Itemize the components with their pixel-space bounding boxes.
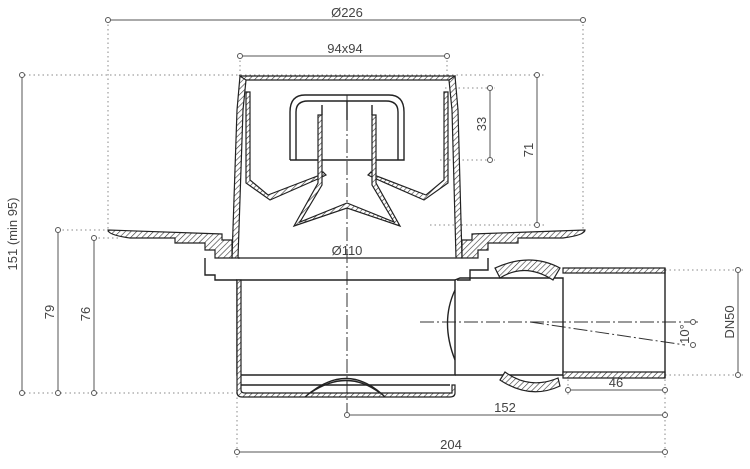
drain-body	[107, 74, 666, 398]
label-total-height: 151 (min 95)	[5, 198, 20, 271]
label-flange-diameter: Ø226	[331, 5, 363, 20]
label-body-diameter: Ø110	[332, 243, 363, 258]
label-height-33: 33	[474, 117, 489, 131]
center-lines	[346, 95, 700, 415]
label-length-46: 46	[609, 375, 623, 390]
label-height-76: 76	[78, 307, 93, 321]
label-slope: 10°	[677, 324, 692, 344]
dimension-ticks	[19, 17, 741, 455]
label-length-204: 204	[440, 437, 462, 452]
dimension-labels: Ø226 94x94 Ø110 151 (min 95) 79 76 71 33…	[5, 5, 737, 452]
extension-lines	[20, 20, 745, 460]
label-length-152: 152	[494, 400, 516, 415]
label-height-79: 79	[42, 305, 57, 319]
dimension-lines	[19, 17, 741, 455]
label-outlet: DN50	[722, 305, 737, 338]
label-height-71: 71	[521, 143, 536, 157]
label-grate-size: 94x94	[327, 41, 362, 56]
